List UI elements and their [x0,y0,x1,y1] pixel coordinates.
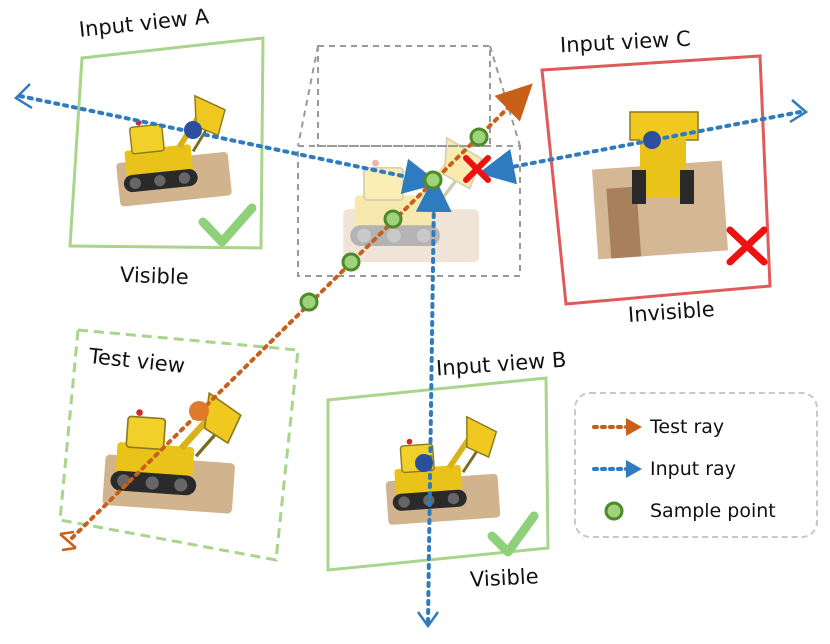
scene-bounding-box [297,45,521,277]
cross-mark-icon [726,226,768,266]
camera-point-test [189,401,209,421]
sample-points [299,127,489,312]
test-camera-icon [59,530,77,552]
legend-sample-point-label: Sample point [650,500,776,522]
camera-point-a [184,121,202,139]
input-view-a-status: Visible [119,262,190,290]
input-ray-b [415,176,452,624]
legend: Test ray Input ray Sample point [574,392,818,538]
legend-item-sample-point: Sample point [576,496,776,526]
camera-point-c [643,131,661,149]
sample-point [299,292,319,312]
input-view-c-frame [540,54,772,306]
legend-item-test-ray: Test ray [576,412,724,442]
camera-frustum-icon [14,83,809,629]
input-view-a-frame [68,36,265,250]
camera-point-b [415,454,433,472]
legend-test-ray-label: Test ray [650,416,725,438]
sample-point [423,170,443,190]
test-ray-glyph [576,412,650,442]
sample-point-glyph [576,496,650,526]
input-ray-glyph [576,454,650,484]
input-view-b-status: Visible [469,564,540,592]
input-ray-a [18,94,440,194]
legend-input-ray-label: Input ray [650,458,736,480]
test-ray [70,83,533,540]
input-view-b-frame [326,376,550,572]
check-mark-icon [198,203,257,247]
sample-point [341,252,361,272]
sample-point [469,127,489,147]
cross-mark-icon [463,155,491,183]
legend-item-input-ray: Input ray [576,454,736,484]
check-mark-icon [487,511,539,557]
test-view-frame [58,328,300,562]
sample-point [383,209,403,229]
